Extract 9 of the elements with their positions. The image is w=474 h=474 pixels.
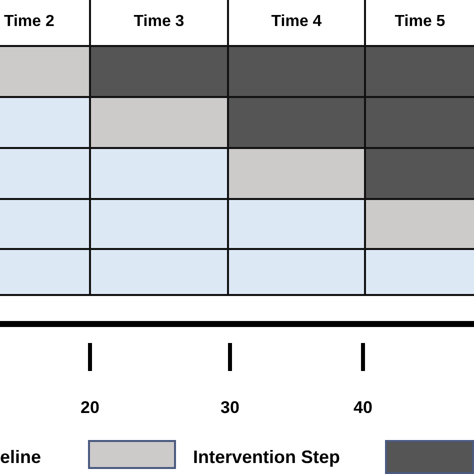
cut-off-label: eline [0, 447, 42, 468]
column-heading: Time 5 [394, 12, 446, 30]
column-heading: Time 4 [271, 12, 322, 30]
tick-label: 30 [220, 398, 240, 418]
column-heading: Time 3 [134, 12, 184, 30]
tick-label: 20 [80, 398, 100, 418]
tick-label: 40 [352, 398, 374, 418]
column-heading: Time 2 [4, 12, 54, 30]
legend-label: Intervention Step [193, 447, 340, 468]
